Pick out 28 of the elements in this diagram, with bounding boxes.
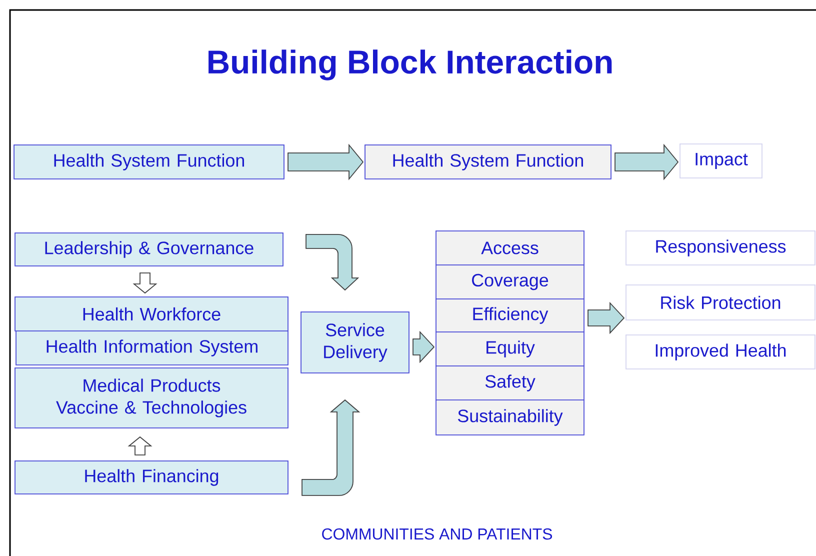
- block-arrow: [588, 302, 625, 334]
- impact-box: Impact: [680, 144, 762, 178]
- block-arrow: [288, 144, 364, 180]
- block-arrow: [306, 234, 358, 290]
- service-delivery-box: Service Delivery: [300, 312, 410, 374]
- function-box: Health System Function: [14, 144, 284, 180]
- block-arrow: [132, 272, 158, 294]
- building-block-box: Health Information System: [16, 330, 288, 366]
- function-box: Health System Function: [364, 144, 612, 180]
- block-arrow: [302, 400, 360, 496]
- block-arrow: [412, 330, 435, 364]
- outcome-cell: Access: [436, 230, 584, 266]
- building-block-box: Health Workforce: [14, 296, 288, 332]
- block-arrow: [128, 436, 152, 456]
- outcome-cell: Sustainability: [436, 400, 584, 436]
- building-block-box: Leadership & Governance: [14, 232, 284, 266]
- outcome-cell: Equity: [436, 332, 584, 366]
- outcome-cell: Efficiency: [436, 298, 584, 332]
- goal-box: Improved Health: [626, 334, 816, 370]
- block-arrow: [614, 144, 679, 180]
- goal-box: Risk Protection: [626, 284, 816, 320]
- title: Building Block Interaction: [208, 50, 612, 80]
- building-block-box: Medical Products Vaccine & Technologies: [14, 368, 288, 428]
- outcome-cell: Safety: [436, 366, 584, 400]
- footer-text: COMMUNITIES AND PATIENTS: [322, 528, 552, 540]
- building-block-box: Health Financing: [14, 460, 288, 494]
- outcome-cell: Coverage: [436, 264, 584, 300]
- goal-box: Responsiveness: [626, 230, 816, 266]
